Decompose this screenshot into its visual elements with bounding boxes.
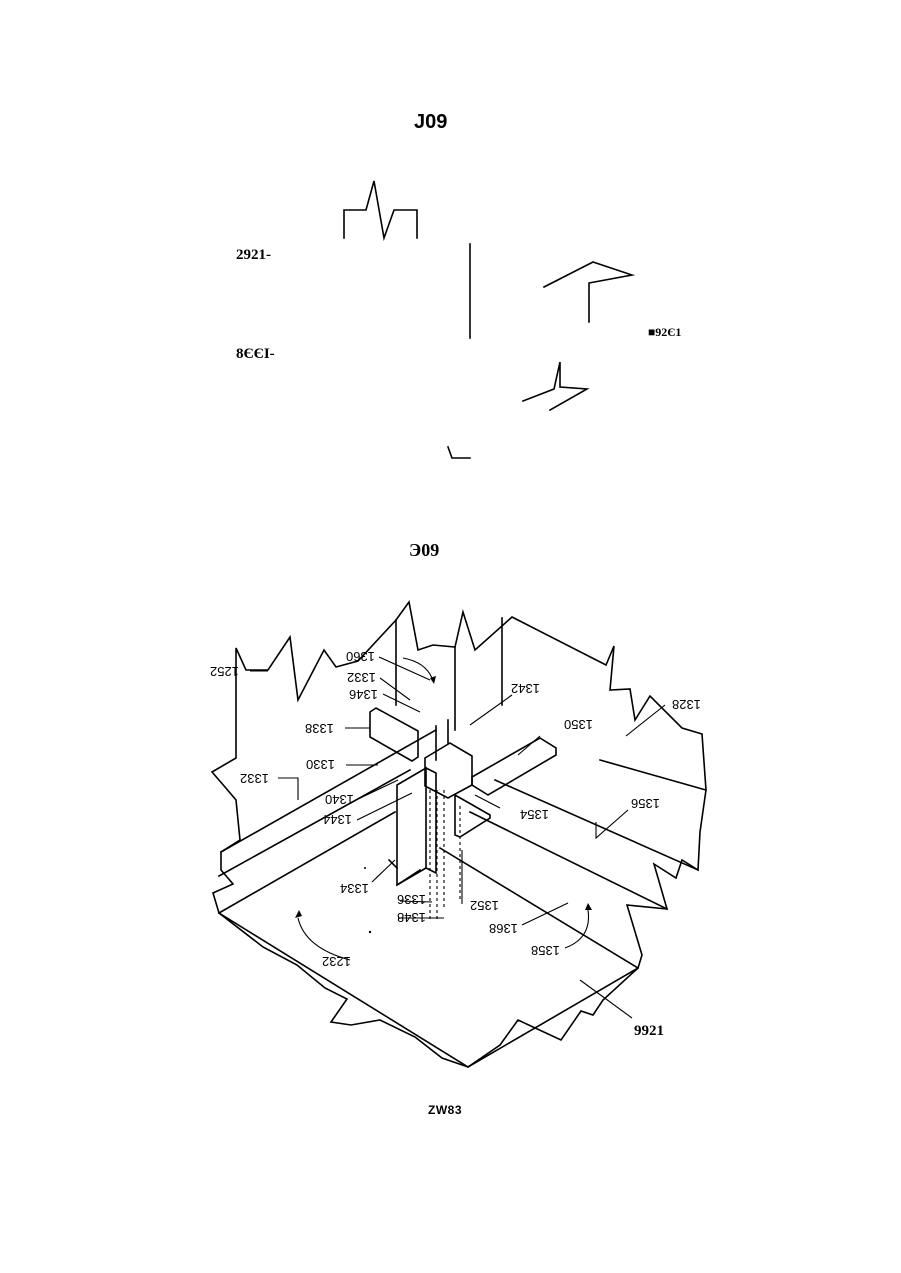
ref-1360: 1360 [346,650,375,663]
sheet-footer-code: ZW83 [428,1104,462,1116]
top-figure-lines [344,181,632,458]
right-slab-edge-b [470,812,667,909]
break-line-top [344,181,417,238]
ref-1332-upper: 1332 [347,671,376,684]
ref-9921: 9921 [634,1024,664,1039]
ref-1232: 1232 [322,955,351,968]
ref-1348: 1348 [397,911,426,924]
ref-1328: 1328 [672,698,701,711]
small-mark-bottom [448,447,470,458]
arrow-1360 [403,658,432,678]
ref-1350: 1350 [564,718,593,731]
leader-1344 [357,793,412,820]
break-line-right-upper [544,262,632,322]
leader-1354 [475,795,500,808]
bottom-figure-lines [212,602,706,1067]
dot-mark-b [364,867,366,869]
leader-1332a [380,678,410,700]
ref-1352: 1352 [470,899,499,912]
leader-1328 [626,705,665,736]
leader-1360 [379,657,430,680]
ref-1340: 1340 [325,793,354,806]
bottom-figure-title: Э09 [409,541,439,559]
top-label-left-upper: 2921- [236,248,271,263]
outer-break-outline [212,602,706,1067]
top-label-left-lower: 8ЄЄI- [236,347,275,362]
leader-1340 [356,780,398,800]
ref-1354: 1354 [520,808,549,821]
vertical-tube-side [426,768,436,873]
leader-1350 [518,736,540,755]
arrowhead-1232 [295,910,302,918]
ref-1252: 1252 [210,665,239,678]
vertical-tube-front [397,768,426,885]
tube-bottom-edge [397,870,420,885]
ref-1330: 1330 [306,758,335,771]
arrowhead-1360 [430,676,436,684]
dot-mark-a [369,931,371,933]
ref-1344: 1344 [323,813,352,826]
arrowhead-1358 [585,903,592,910]
ref-1358: 1358 [531,944,560,957]
arrow-1358 [565,910,589,948]
right-slab-edge-d [600,760,706,790]
slab-edge-a [221,730,436,852]
leader-9921 [580,980,632,1018]
leader-1334 [372,860,395,882]
leader-1332b [278,778,298,800]
leader-1342 [470,695,512,725]
top-label-right: ■92Є1 [648,326,681,338]
ref-1342: 1342 [511,682,540,695]
leader-1346 [383,694,420,712]
ref-1334: 1334 [340,882,369,895]
ref-1368: 1368 [489,922,518,935]
ref-1338: 1338 [305,722,334,735]
bottom-face-edge-right [468,968,638,1067]
ref-1336: 1336 [397,893,426,906]
leader-1356 [596,810,628,838]
bottom-face-edge-left [219,913,468,1067]
top-figure-title: J09 [414,112,447,132]
ref-1356: 1356 [631,797,660,810]
cross-arm-right [472,738,556,795]
ref-1332-lower: 1332 [240,772,269,785]
ref-1346: 1346 [349,688,378,701]
break-line-right-lower [523,362,587,410]
